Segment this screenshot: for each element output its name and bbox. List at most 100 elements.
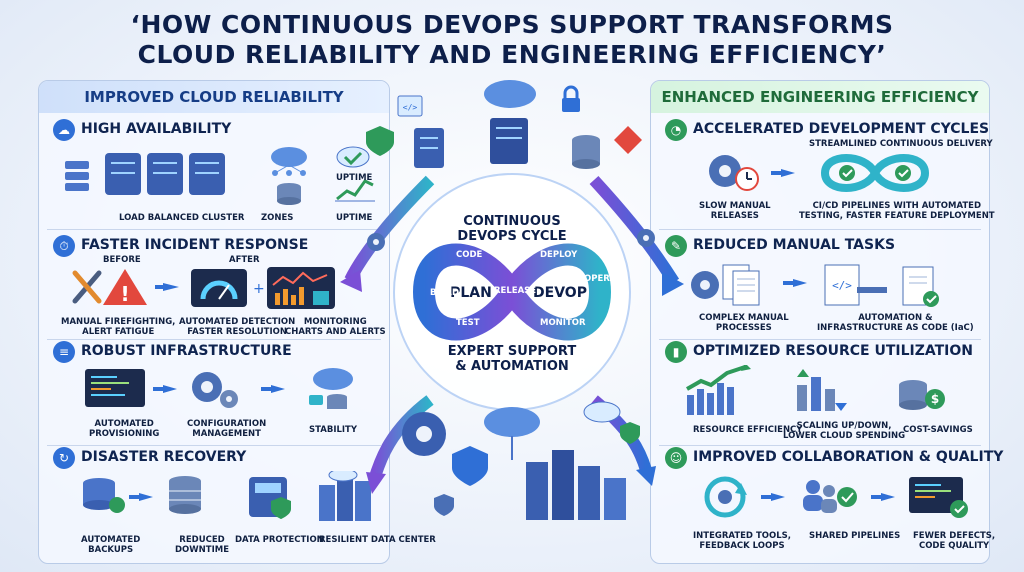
- caption-line: BACKUPS: [88, 545, 134, 555]
- growth-chart-icon: [686, 365, 751, 415]
- caption-line: CODE QUALITY: [918, 541, 990, 551]
- checklist-icon: [902, 266, 939, 307]
- warning-triangle-icon: !: [103, 269, 147, 306]
- section-title: ROBUST INFRASTRUCTURE: [81, 343, 292, 359]
- caption-line: CHARTS AND ALERTS: [285, 327, 386, 337]
- caption-resource-efficiency: RESOURCE EFFICIENCY: [693, 425, 803, 435]
- caption-shared-pipelines: SHARED PIPELINES: [809, 531, 901, 541]
- cloud-icon: ☁: [53, 119, 75, 141]
- cost-savings-icon: $: [899, 380, 945, 410]
- bar-chart-icon: ▮: [665, 341, 687, 363]
- section-title: IMPROVED COLLABORATION & QUALITY: [693, 449, 1004, 465]
- cloud-network-icon: [484, 407, 540, 460]
- section-high-availability: ☁ HIGH AVAILABILITY: [47, 119, 381, 233]
- uptime-chart-icon: [335, 179, 375, 202]
- large-gear-icon: [402, 412, 446, 456]
- svg-text:!: !: [120, 282, 129, 306]
- caption-uptime-top: UPTIME: [336, 173, 373, 183]
- stack-icon: ≡: [53, 341, 75, 363]
- gear-clock-icon: [709, 155, 759, 191]
- section-optimized-resource-utilization: ▮ OPTIMIZED RESOURCE UTILIZATION $ RESOU…: [659, 341, 981, 455]
- caption-line: AUTOMATION &: [858, 313, 933, 323]
- devops-infinity-loop: [412, 243, 612, 341]
- stage-release: RELEASE: [494, 286, 537, 296]
- title-line-1: ‘HOW CONTINUOUS DEVOPS SUPPORT TRANSFORM…: [130, 10, 894, 39]
- svg-text:</>: </>: [403, 103, 418, 112]
- pipeline-loop-icon: [820, 154, 930, 192]
- divider: [659, 229, 981, 230]
- arrow-right-icon: [871, 493, 895, 501]
- collaboration-illustration: [704, 476, 968, 518]
- cycle-title-line-1: CONTINUOUS: [463, 214, 561, 229]
- top-server-icon: [414, 128, 444, 168]
- stage-deploy: DEPLOY: [540, 250, 578, 260]
- network-cloud-icon: [271, 147, 307, 176]
- git-branch-icon: [614, 126, 642, 154]
- arrow-right-icon: [155, 283, 179, 291]
- caption-line: INTEGRATED TOOLS,: [693, 531, 791, 541]
- cloud-database-icon: [309, 368, 353, 409]
- left-panel-heading: IMPROVED CLOUD RELIABILITY: [39, 81, 389, 113]
- shield-check-icon: [366, 126, 394, 156]
- server-rack-icon: [65, 161, 89, 191]
- support-line-2: & AUTOMATION: [455, 359, 569, 374]
- svg-text:</>: </>: [832, 279, 852, 292]
- team-icon: ☺: [665, 447, 687, 469]
- uptime-cloud-check-icon: [336, 146, 370, 168]
- feedback-loop-icon: [704, 476, 747, 518]
- lock-icon: [562, 85, 580, 112]
- code-document-icon: </>: [824, 264, 887, 306]
- divider: [47, 229, 381, 230]
- stage-code: CODE: [456, 250, 483, 260]
- stage-operate: OPERATE: [584, 274, 628, 284]
- caption-line: ALERT FATIGUE: [82, 327, 155, 337]
- left-panel: IMPROVED CLOUD RELIABILITY ☁ HIGH AVAILA…: [38, 80, 436, 564]
- caption-line: MONITORING: [303, 317, 367, 327]
- caption-line: AUTOMATED DETECTION: [179, 317, 296, 327]
- data-center-servers-icon: [526, 450, 626, 520]
- stopwatch-icon: ⏱: [53, 235, 75, 257]
- arrow-right-icon: [761, 493, 785, 501]
- caption-line: FEEDBACK LOOPS: [699, 541, 785, 551]
- caption-streamlined-delivery: STREAMLINED CONTINUOUS DELIVERY: [809, 139, 993, 149]
- wrench-screwdriver-icon: [72, 270, 102, 304]
- stage-build: BUILD: [430, 288, 460, 298]
- small-shield-icon: [434, 494, 454, 516]
- caption-line: CONFIGURATION: [187, 419, 267, 429]
- resource-utilization-illustration: $: [686, 365, 945, 415]
- gear-documents-icon: [691, 264, 760, 306]
- section-title: ACCELERATED DEVELOPMENT CYCLES: [693, 121, 990, 137]
- expert-support-label: EXPERT SUPPORT & AUTOMATION: [442, 344, 582, 374]
- code-terminal-icon: [85, 369, 145, 407]
- caption-zones: ZONES: [261, 213, 294, 223]
- caption-line: FASTER RESOLUTION: [187, 327, 287, 337]
- caption-line: TESTING, FASTER FEATURE DEPLOYMENT: [799, 211, 995, 221]
- caption-line: SLOW MANUAL: [699, 201, 771, 211]
- caption-line: DOWNTIME: [175, 545, 229, 555]
- gears-icon: [192, 372, 238, 408]
- backup-database-icon: [83, 478, 125, 513]
- caption-line: REDUCED: [179, 535, 225, 545]
- caption-stability: STABILITY: [309, 425, 358, 435]
- top-cloud-icon: [484, 80, 536, 108]
- top-server-icon: [490, 118, 528, 164]
- arrow-right-icon: [783, 279, 807, 287]
- section-accelerated-development-cycles: ◔ ACCELERATED DEVELOPMENT CYCLES STREAML…: [659, 119, 995, 233]
- caption-line: LOWER CLOUD SPENDING: [783, 431, 906, 441]
- caption-resilient-data-center: RESILIENT DATA CENTER: [319, 535, 436, 545]
- stage-test: TEST: [456, 318, 480, 328]
- caption-line: COMPLEX MANUAL: [699, 313, 789, 323]
- page-title: ‘HOW CONTINUOUS DEVOPS SUPPORT TRANSFORM…: [0, 10, 1024, 70]
- data-center-icon: [319, 471, 371, 521]
- gauge-icon: [191, 269, 247, 307]
- monitoring-dashboard-icon: [267, 267, 335, 309]
- caption-data-protection: DATA PROTECTION: [235, 535, 324, 545]
- support-line-1: EXPERT SUPPORT: [447, 344, 577, 359]
- cloud-shield-icon: [583, 401, 640, 444]
